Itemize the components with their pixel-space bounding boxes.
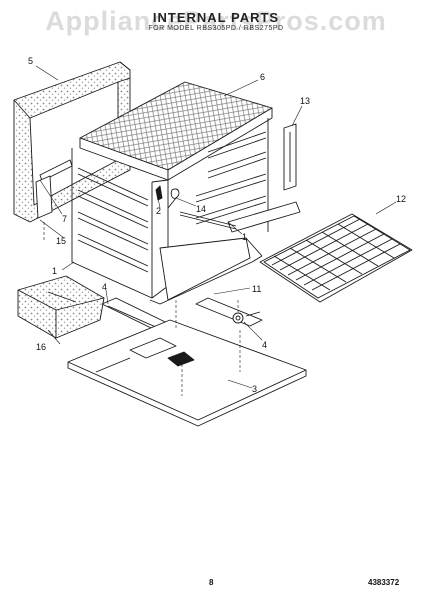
part-oven-cavity <box>35 118 301 299</box>
part-front-trim <box>17 275 105 339</box>
part-rear-bracket <box>283 123 297 191</box>
callout-12: 12 <box>396 194 406 204</box>
callout-2: 2 <box>156 206 161 216</box>
diagram-subtitle: FOR MODEL RBS305PD / RBS275PD <box>148 25 284 32</box>
callout-4: 4 <box>262 340 267 350</box>
assembly-guides <box>43 222 241 396</box>
callout-3: 3 <box>252 384 257 394</box>
part-retainer-rod <box>179 211 237 230</box>
site-watermark: AppliancePartsPros.com <box>45 6 387 36</box>
callout-13: 13 <box>300 96 310 106</box>
callout-14: 14 <box>196 204 206 214</box>
part-base-tray <box>67 319 307 427</box>
callout-labels: 5 6 13 7 2 14 15 1 12 1 11 4 4 16 3 <box>28 56 406 394</box>
callout-1: 1 <box>242 232 247 242</box>
callout-7: 7 <box>62 214 67 224</box>
part-oven-rack <box>259 213 413 303</box>
callout-1: 1 <box>52 266 57 276</box>
part-code: 4383372 <box>368 578 400 587</box>
part-bottom-pan <box>149 237 263 305</box>
part-top-insulation <box>79 81 273 181</box>
callout-15: 15 <box>56 236 66 246</box>
page-number: 8 <box>209 578 214 587</box>
leader-lines <box>35 65 397 389</box>
callout-11: 11 <box>252 284 261 294</box>
callout-6: 6 <box>260 72 265 82</box>
callout-4: 4 <box>102 282 107 292</box>
callout-16: 16 <box>36 342 46 352</box>
callout-5: 5 <box>28 56 33 66</box>
diagram-title: INTERNAL PARTS <box>152 10 280 25</box>
